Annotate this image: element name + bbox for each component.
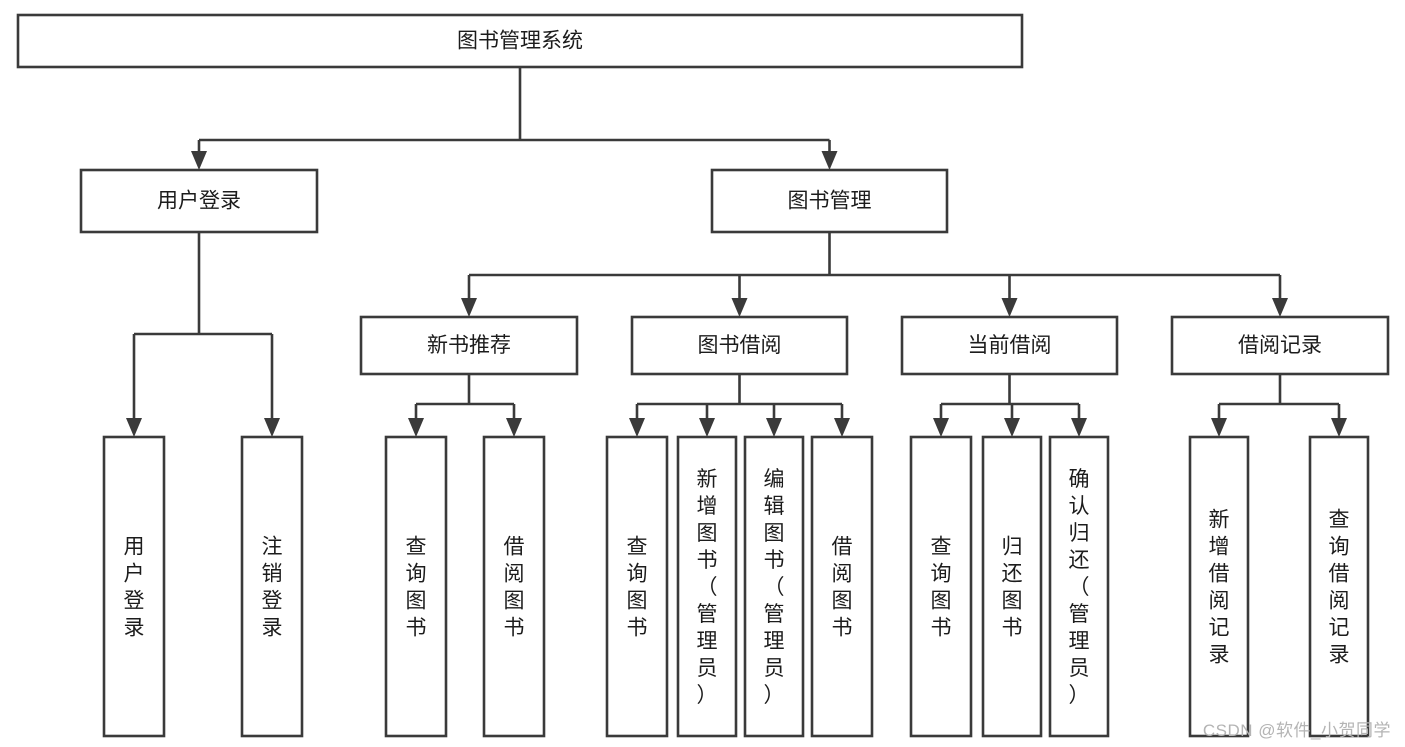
node-user-login[interactable]: 用户登录	[79, 168, 319, 234]
node-root[interactable]: 图书管理系统	[16, 13, 1024, 69]
node-label-new-book-recommend: 新书推荐	[427, 334, 511, 357]
node-box-leaf-logout[interactable]	[240, 435, 304, 738]
node-label-leaf-logout: 注销登录	[262, 536, 283, 640]
arrow-head-icon	[1001, 298, 1018, 317]
node-label-leaf-confirm-return: 确认归还（管理员）	[1069, 468, 1090, 707]
node-label-book-manage: 图书管理	[788, 190, 872, 213]
node-leaf-edit-book[interactable]: 编辑图书（管理员）	[743, 435, 805, 738]
node-label-current-borrow: 当前借阅	[968, 334, 1052, 357]
arrow-head-icon	[1331, 418, 1347, 437]
arrow-head-icon	[408, 418, 424, 437]
node-borrow-record[interactable]: 借阅记录	[1170, 315, 1390, 376]
node-box-leaf-edit-book[interactable]	[743, 435, 805, 738]
node-box-leaf-add-book[interactable]	[676, 435, 738, 738]
node-leaf-add-record[interactable]: 新增借阅记录	[1188, 435, 1250, 738]
node-leaf-borrow-book-1[interactable]: 借阅图书	[482, 435, 546, 738]
arrow-head-icon	[1004, 418, 1020, 437]
node-label-leaf-return-book: 归还图书	[1002, 536, 1023, 640]
node-box-leaf-query-book-3[interactable]	[909, 435, 973, 738]
node-leaf-query-record[interactable]: 查询借阅记录	[1308, 435, 1370, 738]
arrow-head-icon	[1071, 418, 1087, 437]
node-box-book-borrow[interactable]	[630, 315, 849, 376]
node-leaf-logout[interactable]: 注销登录	[240, 435, 304, 738]
node-box-leaf-borrow-book-2[interactable]	[810, 435, 874, 738]
node-box-current-borrow[interactable]	[900, 315, 1119, 376]
node-label-leaf-query-record: 查询借阅记录	[1329, 509, 1350, 667]
arrow-head-icon	[506, 418, 522, 437]
node-label-borrow-record: 借阅记录	[1238, 334, 1322, 357]
arrow-head-icon	[191, 151, 207, 170]
node-leaf-borrow-book-2[interactable]: 借阅图书	[810, 435, 874, 738]
node-box-new-book-recommend[interactable]	[359, 315, 579, 376]
node-label-leaf-user-login: 用户登录	[124, 536, 145, 640]
connector-group-new-book-recommend	[408, 374, 522, 437]
arrow-head-icon	[699, 418, 715, 437]
node-label-user-login: 用户登录	[157, 190, 241, 213]
arrow-head-icon	[264, 418, 280, 437]
node-label-book-borrow: 图书借阅	[698, 334, 782, 357]
node-current-borrow[interactable]: 当前借阅	[900, 315, 1119, 376]
arrow-head-icon	[821, 151, 838, 170]
connector-group-book-manage	[461, 232, 1288, 317]
connector-layer	[126, 67, 1347, 437]
node-box-leaf-add-record[interactable]	[1188, 435, 1250, 738]
arrow-head-icon	[731, 298, 748, 317]
node-label-leaf-query-book-3: 查询图书	[931, 536, 952, 640]
node-box-leaf-user-login[interactable]	[102, 435, 166, 738]
node-label-leaf-edit-book: 编辑图书（管理员）	[764, 468, 785, 707]
node-box-book-manage[interactable]	[710, 168, 949, 234]
connector-group-current-borrow	[933, 374, 1087, 437]
node-leaf-add-book[interactable]: 新增图书（管理员）	[676, 435, 738, 738]
node-book-borrow[interactable]: 图书借阅	[630, 315, 849, 376]
node-leaf-query-book-2[interactable]: 查询图书	[605, 435, 669, 738]
arrow-head-icon	[1211, 418, 1227, 437]
arrow-head-icon	[1272, 298, 1288, 317]
node-label-root: 图书管理系统	[457, 30, 583, 53]
node-box-root[interactable]	[16, 13, 1024, 69]
node-label-leaf-query-book-1: 查询图书	[406, 536, 427, 640]
arrow-head-icon	[461, 298, 477, 317]
node-label-leaf-borrow-book-1: 借阅图书	[504, 536, 525, 640]
arrow-head-icon	[766, 418, 782, 437]
node-box-leaf-return-book[interactable]	[981, 435, 1043, 738]
node-box-leaf-borrow-book-1[interactable]	[482, 435, 546, 738]
node-box-user-login[interactable]	[79, 168, 319, 234]
node-book-manage[interactable]: 图书管理	[710, 168, 949, 234]
arrow-head-icon	[126, 418, 142, 437]
node-label-leaf-query-book-2: 查询图书	[627, 536, 648, 640]
arrow-head-icon	[933, 418, 949, 437]
node-label-leaf-add-book: 新增图书（管理员）	[697, 468, 718, 707]
connector-group-book-borrow	[629, 374, 850, 437]
node-box-leaf-query-book-2[interactable]	[605, 435, 669, 738]
connector-group-root	[191, 67, 838, 170]
node-leaf-confirm-return[interactable]: 确认归还（管理员）	[1048, 435, 1110, 738]
node-leaf-user-login[interactable]: 用户登录	[102, 435, 166, 738]
node-box-leaf-confirm-return[interactable]	[1048, 435, 1110, 738]
csdn-watermark: CSDN @软件_小贺同学	[1202, 721, 1391, 740]
node-box-leaf-query-record[interactable]	[1308, 435, 1370, 738]
node-box-leaf-query-book-1[interactable]	[384, 435, 448, 738]
node-label-leaf-add-record: 新增借阅记录	[1209, 509, 1230, 667]
node-box-borrow-record[interactable]	[1170, 315, 1390, 376]
node-label-leaf-borrow-book-2: 借阅图书	[832, 536, 853, 640]
connector-group-user-login	[126, 232, 280, 437]
arrow-head-icon	[834, 418, 850, 437]
node-leaf-return-book[interactable]: 归还图书	[981, 435, 1043, 738]
node-leaf-query-book-1[interactable]: 查询图书	[384, 435, 448, 738]
connector-group-borrow-record	[1211, 374, 1347, 437]
node-new-book-recommend[interactable]: 新书推荐	[359, 315, 579, 376]
arrow-head-icon	[629, 418, 645, 437]
node-layer: 图书管理系统用户登录图书管理新书推荐图书借阅当前借阅借阅记录用户登录注销登录查询…	[16, 13, 1390, 738]
node-leaf-query-book-3[interactable]: 查询图书	[909, 435, 973, 738]
